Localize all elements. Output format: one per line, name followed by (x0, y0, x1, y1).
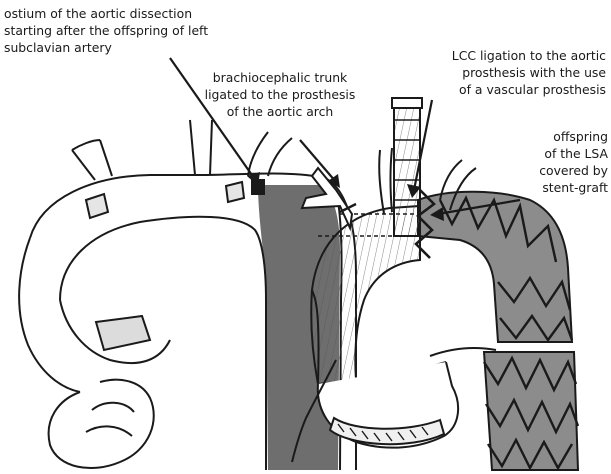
lcc-prosthesis-cap (392, 98, 422, 108)
ascending-aorta (19, 238, 80, 392)
heart-lobe-line (86, 403, 134, 436)
aortic-inner-wall (60, 217, 266, 470)
lsa-covered-label: offspring of the LSA covered by stent-gr… (468, 128, 608, 196)
vessel-stub-2 (226, 182, 244, 202)
left-subclavian-branch (248, 132, 292, 176)
left-carotid-branch (190, 120, 212, 175)
brachiocephalic-label: brachiocephalic trunk ligated to the pro… (170, 69, 390, 120)
valve-shape (96, 316, 150, 350)
lcc-ligation-label: LCC ligation to the aortic prosthesis wi… (390, 47, 606, 98)
heart-outline (49, 380, 154, 468)
native-carotid (379, 148, 392, 214)
brachiocephalic-branch (72, 140, 112, 180)
ostium-label: ostium of the aortic dissection starting… (4, 5, 304, 56)
vessel-stub-1 (86, 194, 108, 218)
